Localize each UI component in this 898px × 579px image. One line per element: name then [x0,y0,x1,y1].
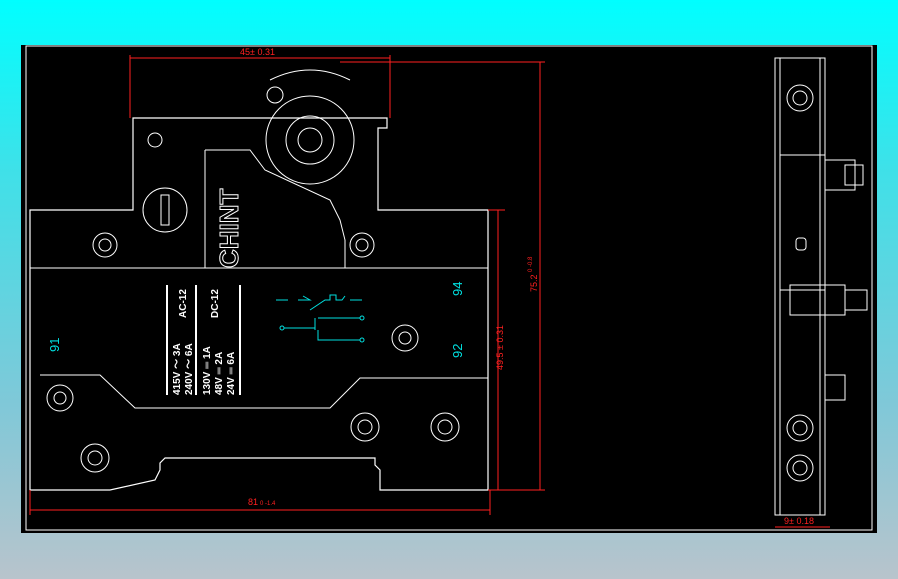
rotary-inner [297,127,323,153]
dim-side-width: 9± 0.18 [784,516,814,526]
dim-bottom-width-tol: 0 -1.4 [260,501,276,507]
front-view-outline [29,117,489,491]
dc-header: DC-12 [210,289,221,318]
lever-pin [266,86,284,104]
dim-total-height: 75.2 [529,274,539,292]
drawing-svg: CHINT AC-12 DC-12 415V ～ 3A 240V ～ 6A 13… [25,45,873,531]
lower-contour [40,374,488,409]
dim-top-width: 45± 0.31 [240,47,275,57]
rating-row: 415V ～ 3A [172,343,183,395]
rotary-arc [269,69,351,81]
rotary-mid [285,115,335,165]
rating-row: 24V ═ 6A [226,352,237,395]
cad-drawing-canvas: CHINT AC-12 DC-12 415V ～ 3A 240V ～ 6A 13… [21,45,877,533]
brand-logo: CHINT [214,188,244,268]
side-view [774,57,868,516]
ac-header: AC-12 [178,289,189,318]
dim-total-height-tol: 0 -0.8 [528,256,534,272]
rating-row: 130V ═ 1A [202,346,213,395]
dim-mid-height: 49.5 ± 0.31 [495,325,505,370]
dimension-lines [29,55,830,528]
contact-schematic [276,294,365,343]
screw-slot [160,194,170,226]
dim-bottom-width: 81 [248,497,258,507]
drawing-frame [25,45,873,531]
terminal-92: 92 [450,344,465,358]
mounting-holes [46,132,460,473]
screw-head [142,187,188,233]
rotary-outer [265,95,355,185]
panel-outline [205,149,346,268]
terminal-94: 94 [450,282,465,296]
rating-row: 240V ～ 6A [184,343,195,395]
terminal-91: 91 [47,338,62,352]
rating-table: AC-12 DC-12 415V ～ 3A 240V ～ 6A 130V ═ 1… [166,285,241,395]
rating-row: 48V ═ 2A [214,352,225,395]
